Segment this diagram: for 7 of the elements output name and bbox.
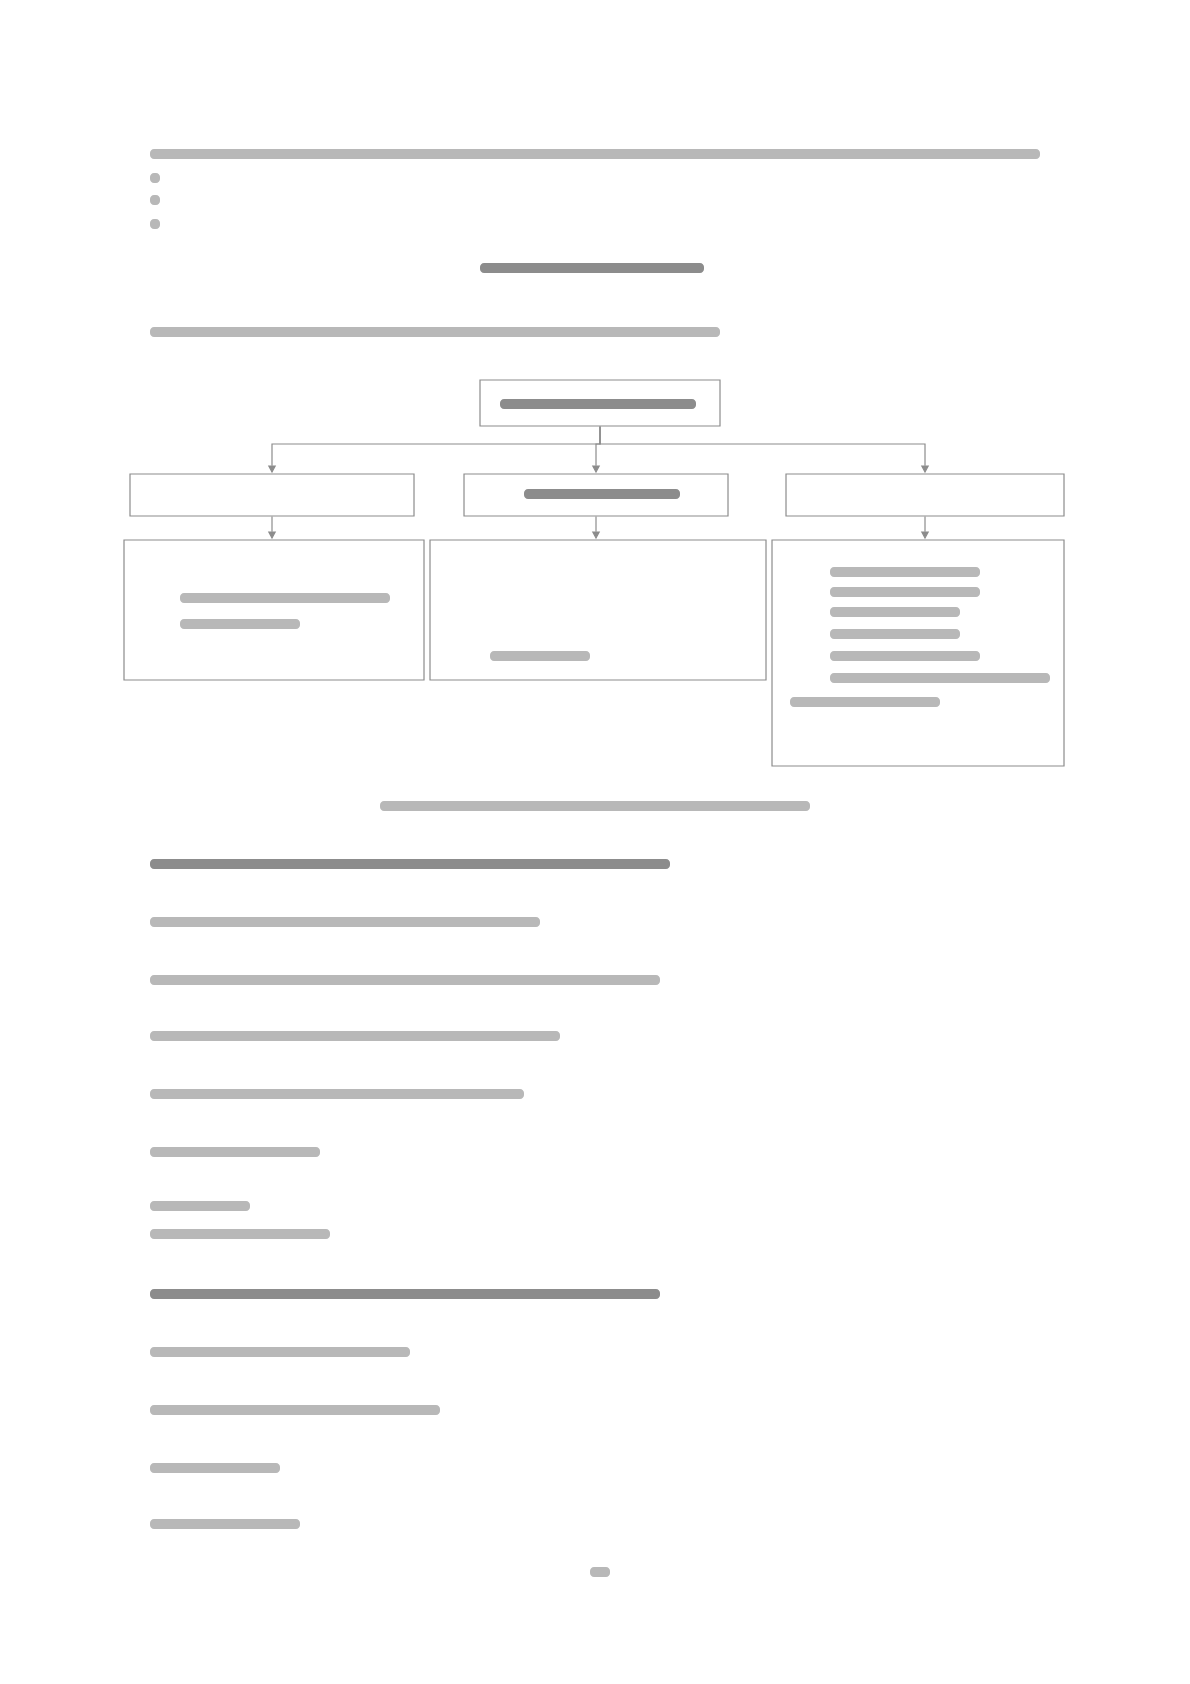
empty-box xyxy=(463,473,729,517)
empty-box xyxy=(785,473,1065,517)
empty-box xyxy=(129,473,415,517)
empty-box xyxy=(429,539,767,681)
empty-box xyxy=(123,539,425,681)
empty-box xyxy=(479,379,721,427)
empty-box xyxy=(771,539,1065,767)
